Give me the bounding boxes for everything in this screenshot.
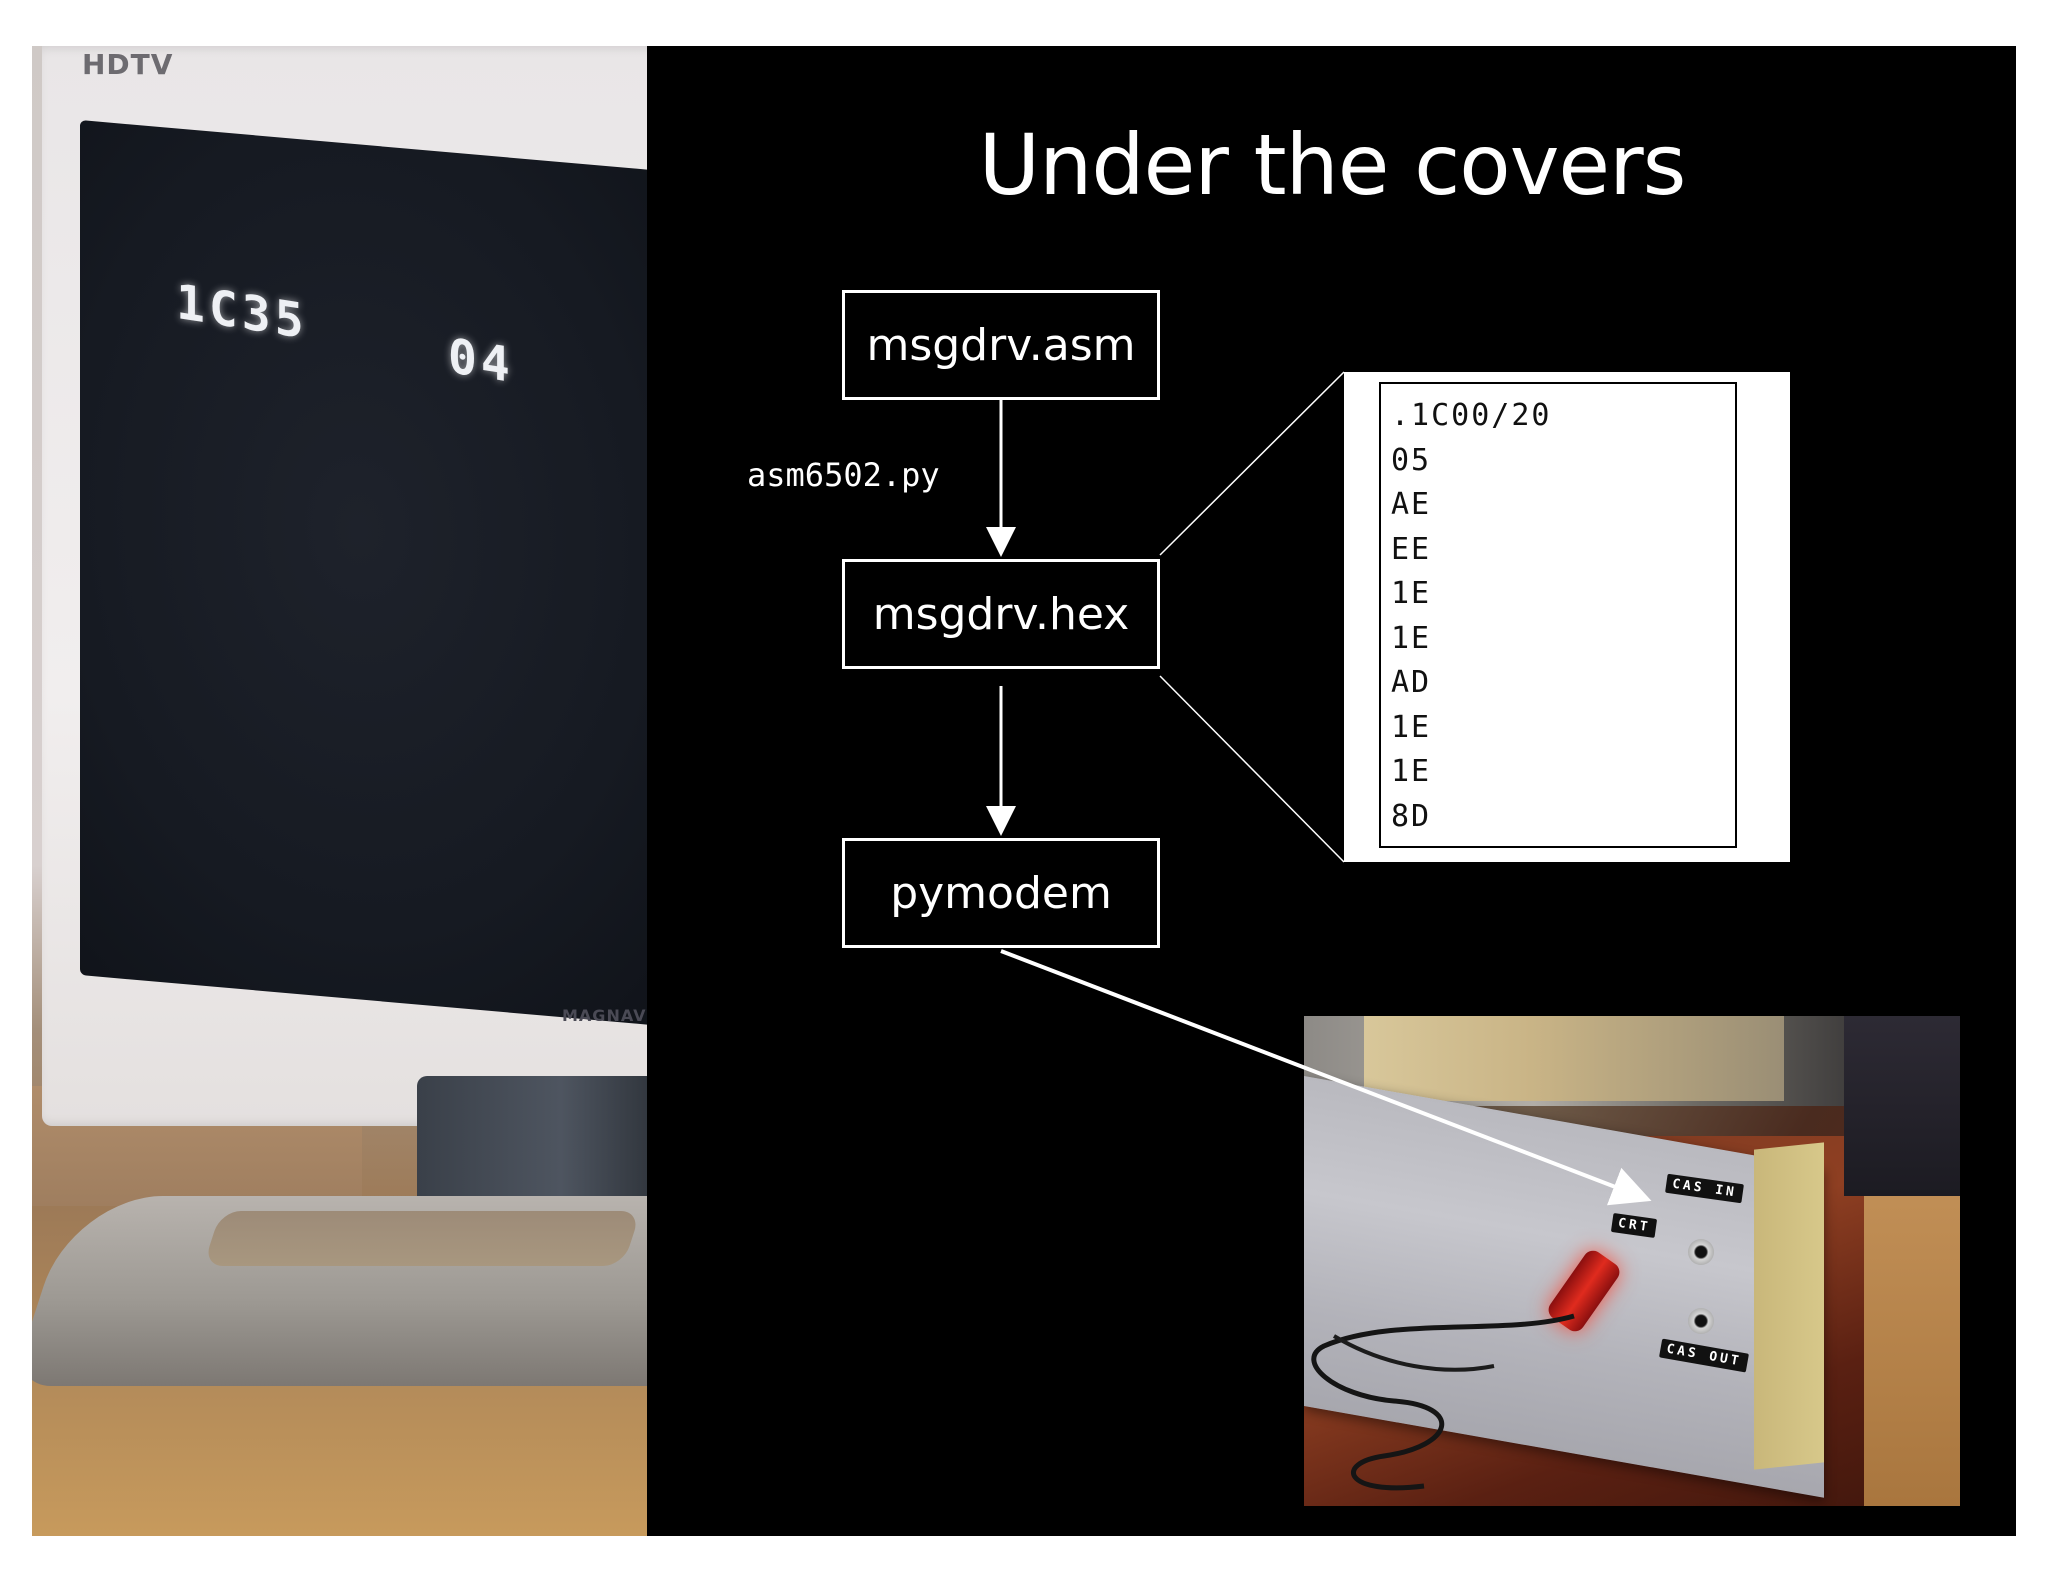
source-file-box: msgdrv.asm [842, 290, 1160, 400]
hex-line: 8D [1391, 795, 1735, 840]
hex-line: AD [1391, 661, 1735, 706]
hex-line: 1E [1391, 750, 1735, 795]
hex-line: 1E [1391, 706, 1735, 751]
hex-line: EE [1391, 528, 1735, 573]
loader-box: pymodem [842, 838, 1160, 948]
hex-line: 1E [1391, 617, 1735, 662]
slide: HDTV 1C35 04 MAGNAVOX Under the covers m… [32, 46, 2016, 1536]
assembler-label: asm6502.py [747, 456, 940, 494]
hex-line: 05 [1391, 439, 1735, 484]
interface-hardware-photo: CAS IN CRT CAS OUT [1304, 1016, 1960, 1506]
hex-file-box: msgdrv.hex [842, 559, 1160, 669]
callout-line-bottom [1160, 676, 1344, 862]
callout-line-top [1160, 372, 1344, 555]
hex-line: AE [1391, 483, 1735, 528]
black-cable [1304, 1016, 1960, 1506]
hex-line: 1E [1391, 572, 1735, 617]
hex-callout-panel: .1C00/20 05 AE EE 1E 1E AD 1E 1E 8D [1344, 372, 1790, 862]
hex-listing: .1C00/20 05 AE EE 1E 1E AD 1E 1E 8D [1379, 382, 1737, 848]
hex-line: .1C00/20 [1391, 394, 1735, 439]
